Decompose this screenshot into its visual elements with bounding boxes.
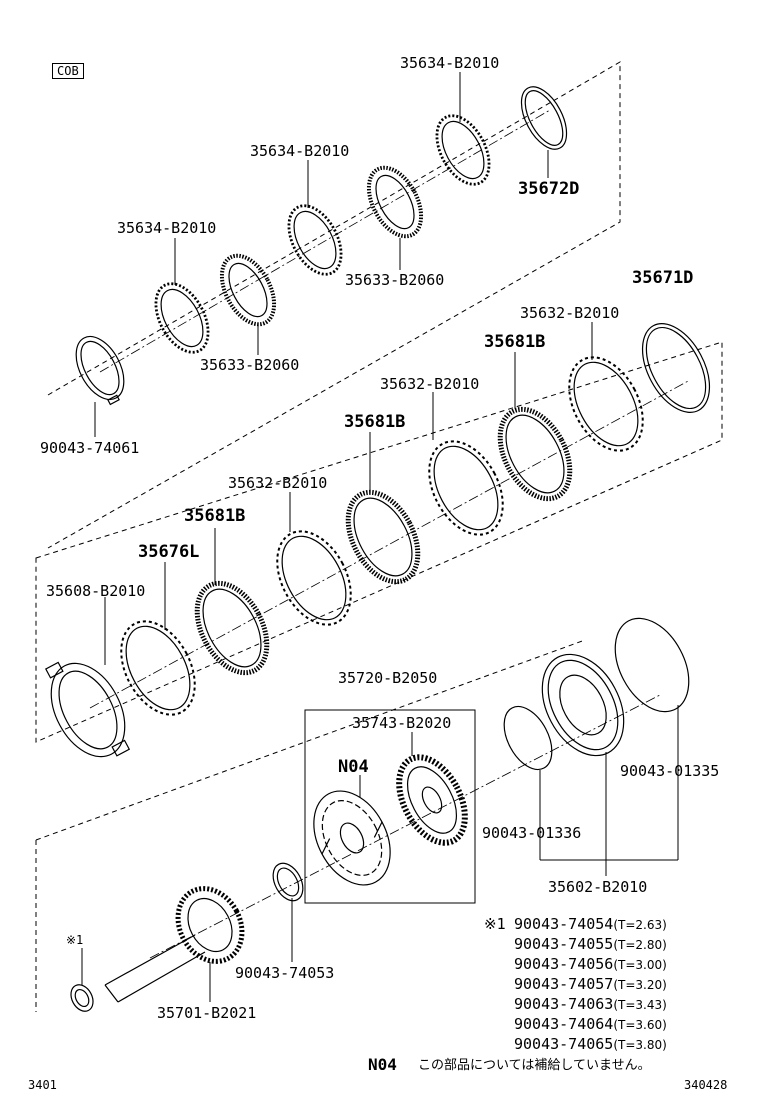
label-35743: 35743-B2020 [352, 714, 452, 732]
label-35634-top: 35634-B2010 [400, 54, 500, 72]
label-35681b-a: 35681B [484, 332, 546, 352]
plate-35634-top [435, 114, 491, 186]
thickness-row-note: (T=3.43) [613, 998, 667, 1012]
thickness-row-note: (T=3.20) [613, 978, 667, 992]
label-90043-01335: 90043-01335 [620, 762, 720, 780]
footer-left-code: 3401 [28, 1078, 57, 1092]
thickness-row: 90043-74065(T=3.80) [514, 1037, 667, 1052]
label-35671d: 35671D [632, 268, 694, 288]
thickness-row-part: 90043-74065 [514, 1035, 614, 1053]
upper-discs [75, 86, 568, 406]
label-35676l: 35676L [138, 542, 200, 562]
thickness-table-mark: ※1 [484, 915, 506, 933]
label-35632-b: 35632-B2010 [380, 375, 480, 393]
plate-35676l [120, 620, 196, 716]
label-35720: 35720-B2050 [338, 669, 438, 687]
thickness-row: 90043-74064(T=3.60) [514, 1017, 667, 1032]
center-axes [89, 109, 691, 959]
thickness-row-note: (T=2.80) [613, 938, 667, 952]
shaft-35701-body [104, 934, 206, 1003]
lower-group-outline [35, 639, 586, 1012]
label-35634-left: 35634-B2010 [117, 219, 217, 237]
middle-discs [45, 323, 711, 758]
label-ref-mark: ※1 [66, 933, 84, 947]
label-n04: N04 [338, 757, 369, 777]
label-35632-c: 35632-B2010 [228, 474, 328, 492]
label-90043-74061: 90043-74061 [40, 439, 140, 457]
footnote-text: この部品については補給していません。 [418, 1058, 651, 1073]
lower-parts [70, 617, 690, 1012]
leader-lines [81, 72, 679, 1002]
thickness-row-note: (T=3.80) [613, 1038, 667, 1052]
disc-35633-a [366, 165, 424, 239]
carrier-n04 [313, 790, 391, 886]
thickness-row: 90043-74054(T=2.63) [514, 917, 667, 932]
disc-35681b-c [194, 580, 270, 676]
label-35632-a: 35632-B2010 [520, 304, 620, 322]
label-35681b-c: 35681B [184, 506, 246, 526]
footnote-code: N04 [368, 1055, 397, 1074]
snap-ring-35671d [641, 323, 711, 413]
plate-35632-b [428, 440, 504, 536]
label-90043-74053: 90043-74053 [235, 964, 335, 982]
thickness-row: 90043-74055(T=2.80) [514, 937, 667, 952]
o-ring-90043-01336 [503, 705, 553, 771]
label-35633-a: 35633-B2060 [345, 271, 445, 289]
thickness-row: 90043-74057(T=3.20) [514, 977, 667, 992]
thickness-row-part: 90043-74056 [514, 955, 614, 973]
assembly-35720-box [304, 709, 476, 904]
label-35672d: 35672D [518, 179, 580, 199]
label-35701: 35701-B2021 [157, 1004, 257, 1022]
label-35681b-b: 35681B [344, 412, 406, 432]
disc-35681b-a [497, 406, 573, 502]
piston-35608 [45, 661, 131, 758]
footer-right-code: 340428 [684, 1078, 728, 1092]
thickness-row-part: 90043-74054 [514, 915, 614, 933]
code-box: COB [52, 63, 84, 79]
thickness-row-part: 90043-74057 [514, 975, 614, 993]
thickness-row-part: 90043-74055 [514, 935, 614, 953]
middle-group-outline [35, 341, 723, 743]
drum-35602 [541, 653, 625, 757]
washer-90043-74053 [272, 862, 304, 902]
thickness-row-note: (T=3.60) [613, 1018, 667, 1032]
plate-35632-c [276, 530, 352, 626]
disc-35633-b [219, 253, 277, 327]
plate-35632-a [568, 356, 644, 452]
thickness-row-note: (T=2.63) [613, 918, 667, 932]
o-ring-90043-01335 [614, 617, 690, 713]
label-35634-mid: 35634-B2010 [250, 142, 350, 160]
thickness-row: 90043-74056(T=3.00) [514, 957, 667, 972]
thickness-row: 90043-74063(T=3.43) [514, 997, 667, 1012]
snap-ring-35672d [520, 86, 568, 150]
thickness-row-note: (T=3.00) [613, 958, 667, 972]
plate-35634-left [154, 282, 210, 354]
shaft-35701 [175, 886, 245, 964]
gear-35743 [396, 754, 468, 846]
upper-group-outline [47, 61, 621, 549]
group-outlines [35, 61, 723, 1012]
label-90043-01336: 90043-01336 [482, 824, 582, 842]
thickness-row-part: 90043-74063 [514, 995, 614, 1013]
label-35602: 35602-B2010 [548, 878, 648, 896]
thrust-washer-ref [70, 984, 94, 1012]
label-35608: 35608-B2010 [46, 582, 146, 600]
label-35633-b: 35633-B2060 [200, 356, 300, 374]
thickness-row-part: 90043-74064 [514, 1015, 614, 1033]
snap-ring-90043-74061 [75, 335, 125, 406]
